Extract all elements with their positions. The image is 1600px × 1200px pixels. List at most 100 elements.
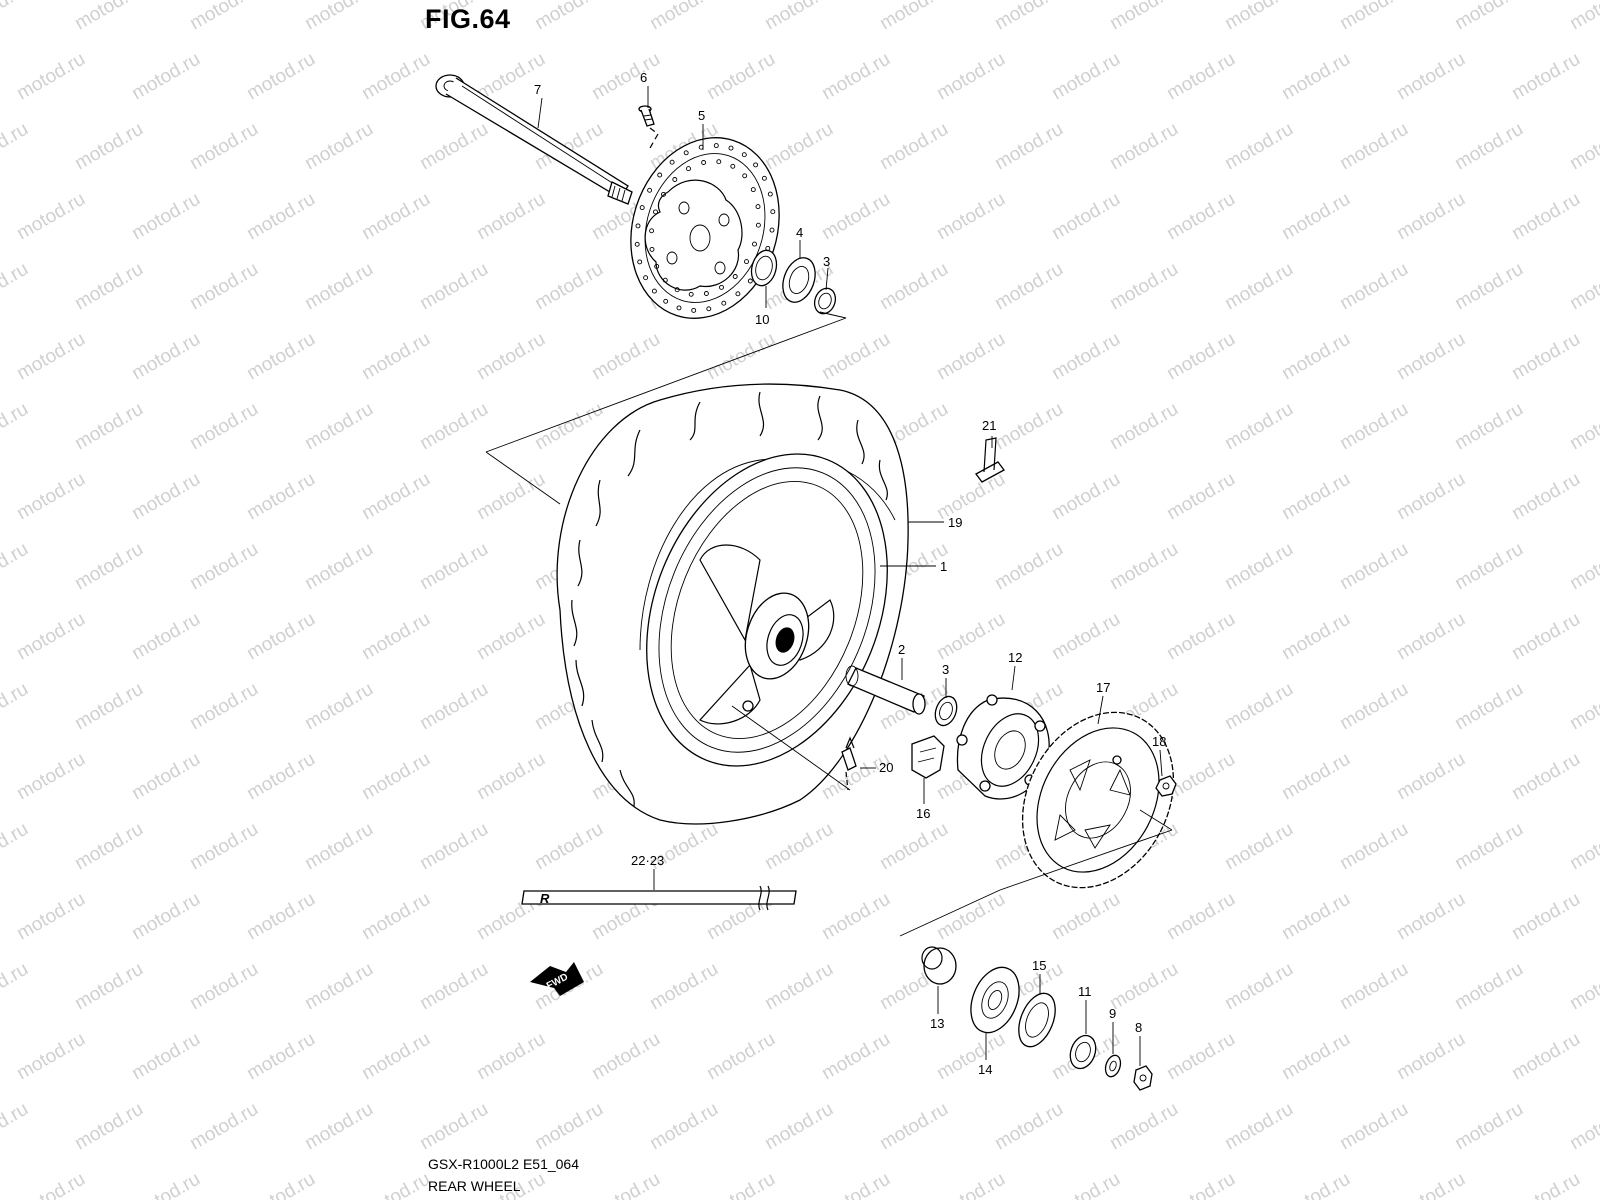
watermark-text: motod.ru (1163, 609, 1238, 665)
watermark-text: motod.ru (301, 399, 376, 455)
watermark-text: motod.ru (1566, 819, 1600, 875)
watermark-text: motod.ru (1566, 959, 1600, 1015)
disc-bolt (638, 105, 659, 149)
watermark-text: motod.ru (473, 749, 548, 805)
carrier-oil-seal (1018, 992, 1056, 1048)
disc-hole (635, 223, 641, 229)
watermark-text: motod.ru (243, 49, 318, 105)
watermark-text: motod.ru (1163, 329, 1238, 385)
watermark-text: motod.ru (473, 329, 548, 385)
disc-hole (686, 166, 691, 172)
model-code: GSX-R1000L2 E51_064 (428, 1156, 579, 1172)
watermark-text: motod.ru (1278, 329, 1353, 385)
watermark-text: motod.ru (71, 679, 146, 735)
watermark-text: motod.ru (1163, 469, 1238, 525)
watermark-text: motod.ru (301, 959, 376, 1015)
watermark-text: motod.ru (933, 49, 1008, 105)
disc-hole (744, 259, 749, 265)
disc-hole (770, 209, 776, 215)
disc-hole (706, 306, 712, 312)
watermark-text: motod.ru (301, 0, 376, 34)
disc-hole (663, 298, 669, 304)
watermark-text: motod.ru (473, 1029, 548, 1085)
watermark-text: motod.ru (991, 0, 1066, 34)
watermark-text: motod.ru (1163, 189, 1238, 245)
watermark-text: motod.ru (71, 819, 146, 875)
callout-6: 6 (640, 70, 647, 85)
sprocket-nut (1155, 775, 1177, 797)
watermark-text: motod.ru (416, 399, 491, 455)
watermark-text: motod.ru (588, 49, 663, 105)
watermark-text: motod.ru (1163, 1029, 1238, 1085)
watermark-text: motod.ru (301, 119, 376, 175)
watermark-text: motod.ru (13, 189, 88, 245)
callout-21: 21 (982, 418, 996, 433)
watermark-text: motod.ru (416, 959, 491, 1015)
watermark-text: motod.ru (358, 329, 433, 385)
callout-13: 13 (930, 1016, 944, 1031)
watermark-text: motod.ru (358, 749, 433, 805)
watermark-text: motod.ru (243, 1029, 318, 1085)
watermark-text: motod.ru (416, 819, 491, 875)
callout-4: 4 (796, 225, 803, 240)
tread-groove (571, 599, 578, 647)
watermark-text: motod.ru (531, 1099, 606, 1155)
tread-groove (758, 391, 765, 437)
watermark-text: motod.ru (933, 329, 1008, 385)
watermark-text: motod.ru (128, 189, 203, 245)
watermark-text: motod.ru (818, 1169, 893, 1200)
watermark-text: motod.ru (646, 959, 721, 1015)
watermark-text: motod.ru (1278, 1029, 1353, 1085)
watermark-text: motod.ru (1221, 1099, 1296, 1155)
watermark-text: motod.ru (703, 1169, 778, 1200)
watermark-text: motod.ru (0, 0, 32, 34)
watermark-text: motod.ru (818, 329, 893, 385)
watermark-text: motod.ru (1221, 539, 1296, 595)
callout-labels: 7 6 5 4 3 10 21 19 1 2 3 12 17 18 20 16 … (534, 70, 1166, 1077)
watermark-text: motod.ru (243, 609, 318, 665)
disc-hole (730, 163, 736, 169)
callout-5: 5 (698, 108, 705, 123)
watermark-text: motod.ru (71, 959, 146, 1015)
disc-hole (735, 291, 741, 297)
watermark-text: motod.ru (186, 0, 261, 34)
watermark-text: motod.ru (1278, 609, 1353, 665)
callout-1: 1 (940, 559, 947, 574)
watermark-text: motod.ru (991, 1099, 1066, 1155)
disc-hole (728, 145, 734, 151)
watermark-text: motod.ru (1221, 819, 1296, 875)
watermark-text: motod.ru (13, 49, 88, 105)
watermark-text: motod.ru (933, 1029, 1008, 1085)
watermark-text: motod.ru (473, 189, 548, 245)
watermark-text: motod.ru (243, 889, 318, 945)
figure-title: FIG.64 (425, 4, 511, 34)
cush-damper (911, 735, 945, 779)
watermark-text: motod.ru (818, 189, 893, 245)
watermark-text: motod.ru (1106, 0, 1181, 34)
brake-disc (630, 137, 780, 319)
watermark-text: motod.ru (1106, 1099, 1181, 1155)
watermark-text: motod.ru (1566, 259, 1600, 315)
watermark-text: motod.ru (761, 819, 836, 875)
watermark-text: motod.ru (1048, 1169, 1123, 1200)
tread-groove (627, 429, 641, 477)
watermark-text: motod.ru (71, 539, 146, 595)
disc-hole (676, 305, 682, 311)
disc-hole (649, 246, 655, 252)
watermark-text: motod.ru (1393, 609, 1468, 665)
watermark-text: motod.ru (588, 1169, 663, 1200)
watermark-text: motod.ru (13, 749, 88, 805)
disc-hole (755, 222, 761, 228)
watermark-text: motod.ru (1336, 959, 1411, 1015)
callout-15: 15 (1032, 958, 1046, 973)
disc-hole (634, 241, 640, 247)
watermark-text: motod.ru (991, 399, 1066, 455)
watermark-text: motod.ru (1393, 189, 1468, 245)
watermark-text: motod.ru (473, 609, 548, 665)
carrier-spacer (921, 946, 957, 985)
watermark-text: motod.ru (1278, 889, 1353, 945)
watermark-text: motod.ru (186, 819, 261, 875)
watermark-text: motod.ru (358, 1029, 433, 1085)
watermark-text: motod.ru (358, 49, 433, 105)
disc-hole (647, 187, 653, 193)
